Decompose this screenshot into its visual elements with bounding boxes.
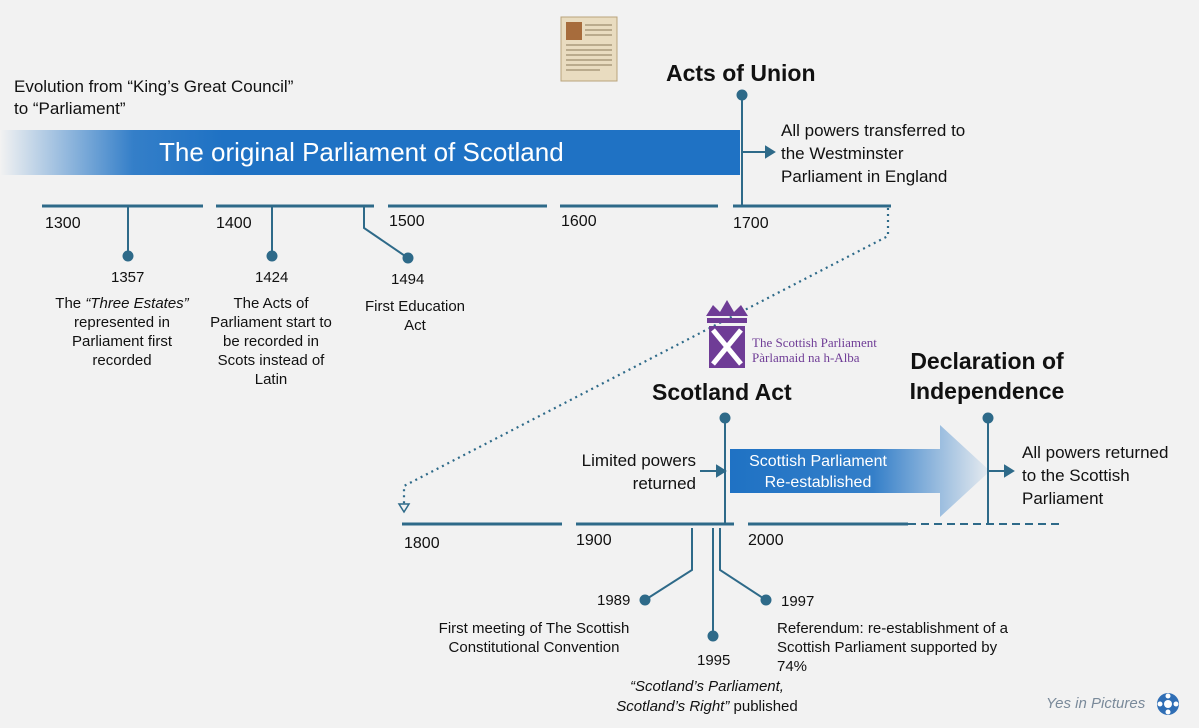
treaty-document-image (560, 16, 618, 82)
logo-line-1: The Scottish Parliament (752, 335, 877, 350)
limited-line-1: Limited powers (581, 451, 696, 470)
event-desc-line: Scottish Parliament supported by (777, 639, 998, 656)
year-label-1600: 1600 (561, 213, 597, 230)
event-desc-line: The Acts of (233, 295, 309, 312)
year-label-2000: 2000 (748, 532, 784, 549)
event-desc-line: First Education (364, 298, 466, 315)
marker-declaration (982, 412, 994, 424)
acts-of-union-desc-line: the Westminster (781, 144, 904, 163)
event-desc-1995: “Scotland’s Parliament, Scotland’s Right… (594, 677, 820, 717)
yes-in-pictures-logo (1157, 693, 1179, 715)
dotted-connector (402, 208, 890, 506)
event-desc-line: Constitutional Convention (448, 639, 620, 656)
marker-1989 (639, 594, 651, 606)
event-desc-line: be recorded in (223, 333, 319, 350)
intro-line-1: Evolution from “King’s Great Council” (14, 77, 294, 96)
acts-of-union-title: Acts of Union (666, 60, 816, 86)
marker-1995 (707, 630, 719, 642)
year-label-1500: 1500 (389, 213, 425, 230)
event-desc-1357: The “Three Estates” represented in Parli… (38, 294, 206, 370)
declaration-line-1: Declaration of (910, 348, 1064, 374)
event-desc-line: recorded (92, 352, 152, 369)
event-desc-line: Parliament first (71, 333, 173, 350)
event-year-1995: 1995 (697, 652, 731, 669)
event-desc-line: Parliament start to (210, 314, 332, 331)
event-year-1494: 1494 (391, 271, 425, 288)
event-desc-emphasis: Scotland’s Right” (616, 698, 730, 715)
event-desc-line: First meeting of The Scottish (438, 620, 630, 637)
marker-1494 (402, 252, 414, 264)
declaration-line-2: Independence (909, 378, 1065, 404)
marker-1357 (122, 250, 134, 262)
event-desc-line: Scots instead of (217, 352, 325, 369)
marker-acts-of-union (736, 89, 748, 101)
all-powers-returned-text: All powers returned to the Scottish Parl… (1022, 441, 1168, 510)
year-label-1800: 1800 (404, 535, 440, 552)
year-label-1300: 1300 (45, 215, 81, 232)
event-desc-1424: The Acts of Parliament start to be recor… (196, 294, 346, 389)
intro-line-2: to “Parliament” (14, 99, 126, 118)
limited-powers-text: Limited powers returned (548, 449, 696, 495)
event-desc-text: The (55, 295, 86, 312)
scottish-parliament-logo-text: The Scottish Parliament Pàrlamaid na h-A… (752, 335, 877, 365)
intro-text: Evolution from “King’s Great Council” to… (14, 76, 293, 120)
event-year-1989: 1989 (597, 592, 631, 609)
event-desc-emphasis: “Scotland’s Parliament, (630, 678, 784, 695)
event-year-1997: 1997 (781, 593, 815, 610)
event-desc-line: 74% (777, 658, 808, 675)
declaration-title: Declaration of Independence (890, 346, 1084, 406)
marker-scotland-act (719, 412, 731, 424)
event-desc-line: Latin (254, 371, 288, 388)
banner-new-line-1: Scottish Parliament (749, 453, 887, 470)
limited-line-2: returned (632, 474, 696, 493)
original-parliament-banner-label: The original Parliament of Scotland (159, 137, 564, 167)
event-year-1424: 1424 (255, 269, 289, 286)
event-desc-1989: First meeting of The Scottish Constituti… (420, 619, 648, 657)
all-returned-line: to the Scottish (1022, 466, 1130, 485)
marker-1997 (760, 594, 772, 606)
acts-of-union-desc-line: Parliament in England (781, 167, 948, 186)
event-desc-text: published (729, 698, 798, 715)
year-label-1700: 1700 (733, 215, 769, 232)
banner-new-line-2: Re-established (764, 474, 872, 491)
scotland-act-title: Scotland Act (652, 379, 792, 405)
event-desc-1494: First Education Act (350, 297, 480, 335)
re-established-label: Scottish Parliament Re-established (732, 451, 904, 493)
scottish-parliament-logo-mark (706, 300, 748, 368)
event-desc-line: Referendum: re-establishment of a (777, 620, 1008, 637)
year-label-1900: 1900 (576, 532, 612, 549)
watermark-text: Yes in Pictures (1046, 695, 1146, 712)
event-year-1357: 1357 (111, 269, 145, 286)
acts-of-union-desc: All powers transferred to the Westminste… (781, 119, 965, 188)
logo-line-2: Pàrlamaid na h-Alba (752, 350, 860, 365)
acts-of-union-desc-line: All powers transferred to (781, 121, 966, 140)
event-desc-emphasis: “Three Estates” (85, 295, 189, 312)
event-desc-line: represented in (74, 314, 170, 331)
marker-1424 (266, 250, 278, 262)
original-parliament-banner-bar (0, 130, 740, 175)
event-desc-line: Act (404, 317, 426, 334)
re-established-arrow (730, 425, 990, 517)
event-desc-1997: Referendum: re-establishment of a Scotti… (777, 619, 1037, 676)
year-label-1400: 1400 (216, 215, 252, 232)
all-returned-line: Parliament (1022, 489, 1104, 508)
all-returned-line: All powers returned (1022, 443, 1169, 462)
